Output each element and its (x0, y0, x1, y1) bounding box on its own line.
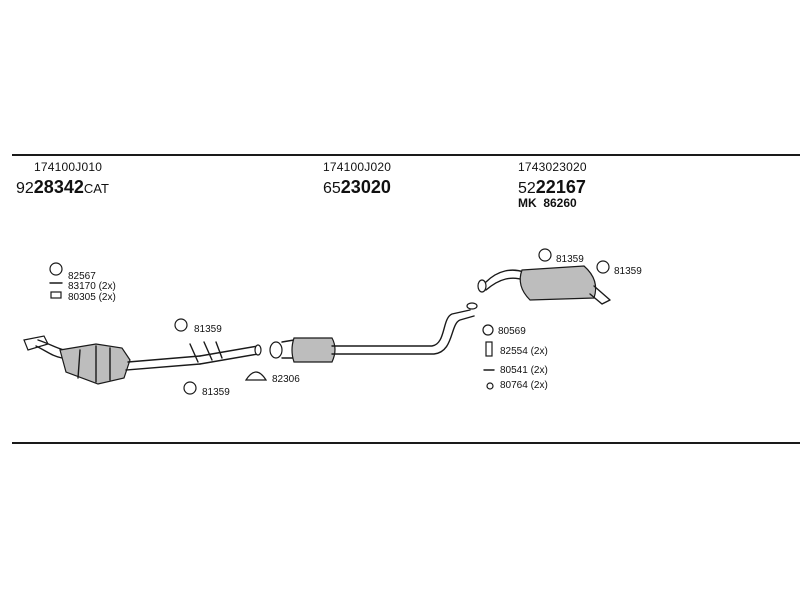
part-label-82306: 82306 (272, 374, 300, 385)
part-label-81359-upper: 81359 (194, 324, 222, 335)
part-label-80764: 80764 (2x) (500, 380, 548, 391)
mounting-parts-drawing (49, 248, 610, 395)
code-suffix: CAT (83, 181, 109, 196)
code-prefix: 92 (16, 180, 34, 197)
middle-silencer-drawing (269, 302, 478, 363)
part-label-81359-lower: 81359 (202, 387, 230, 398)
part-label-82567: 82567 (68, 271, 96, 282)
rear-silencer-drawing (477, 265, 611, 305)
code-main: 22167 (535, 177, 586, 197)
code-prefix: 65 (323, 180, 341, 197)
part-label-82554: 82554 (2x) (500, 346, 548, 357)
part-label-83170: 83170 (2x) (68, 281, 116, 292)
code-main: 23020 (340, 177, 391, 197)
part-code-rear-silencer: 5222167 (518, 178, 586, 197)
front-pipe-drawing (23, 335, 65, 359)
catalytic-converter-drawing (59, 343, 201, 385)
oe-number-catalyst: 174100J010 (34, 160, 103, 174)
oe-number-middle-silencer: 174100J020 (323, 160, 392, 174)
part-code-middle-silencer: 6523020 (323, 178, 391, 197)
part-label-81359-rear-right: 81359 (614, 266, 642, 277)
intermediate-pipe-drawing (189, 341, 262, 365)
mounting-kit-code: MK 86260 (518, 196, 577, 210)
part-label-80569: 80569 (498, 326, 526, 337)
part-label-80305: 80305 (2x) (68, 292, 116, 303)
part-code-catalyst: 9228342CAT (16, 178, 109, 197)
code-main: 28342 (33, 177, 84, 197)
top-divider (12, 154, 800, 156)
bottom-divider (12, 442, 800, 444)
part-label-80541: 80541 (2x) (500, 365, 548, 376)
code-prefix: 52 (518, 180, 536, 197)
oe-number-rear-silencer: 1743023020 (518, 160, 587, 174)
part-label-81359-rear-left: 81359 (556, 254, 584, 265)
